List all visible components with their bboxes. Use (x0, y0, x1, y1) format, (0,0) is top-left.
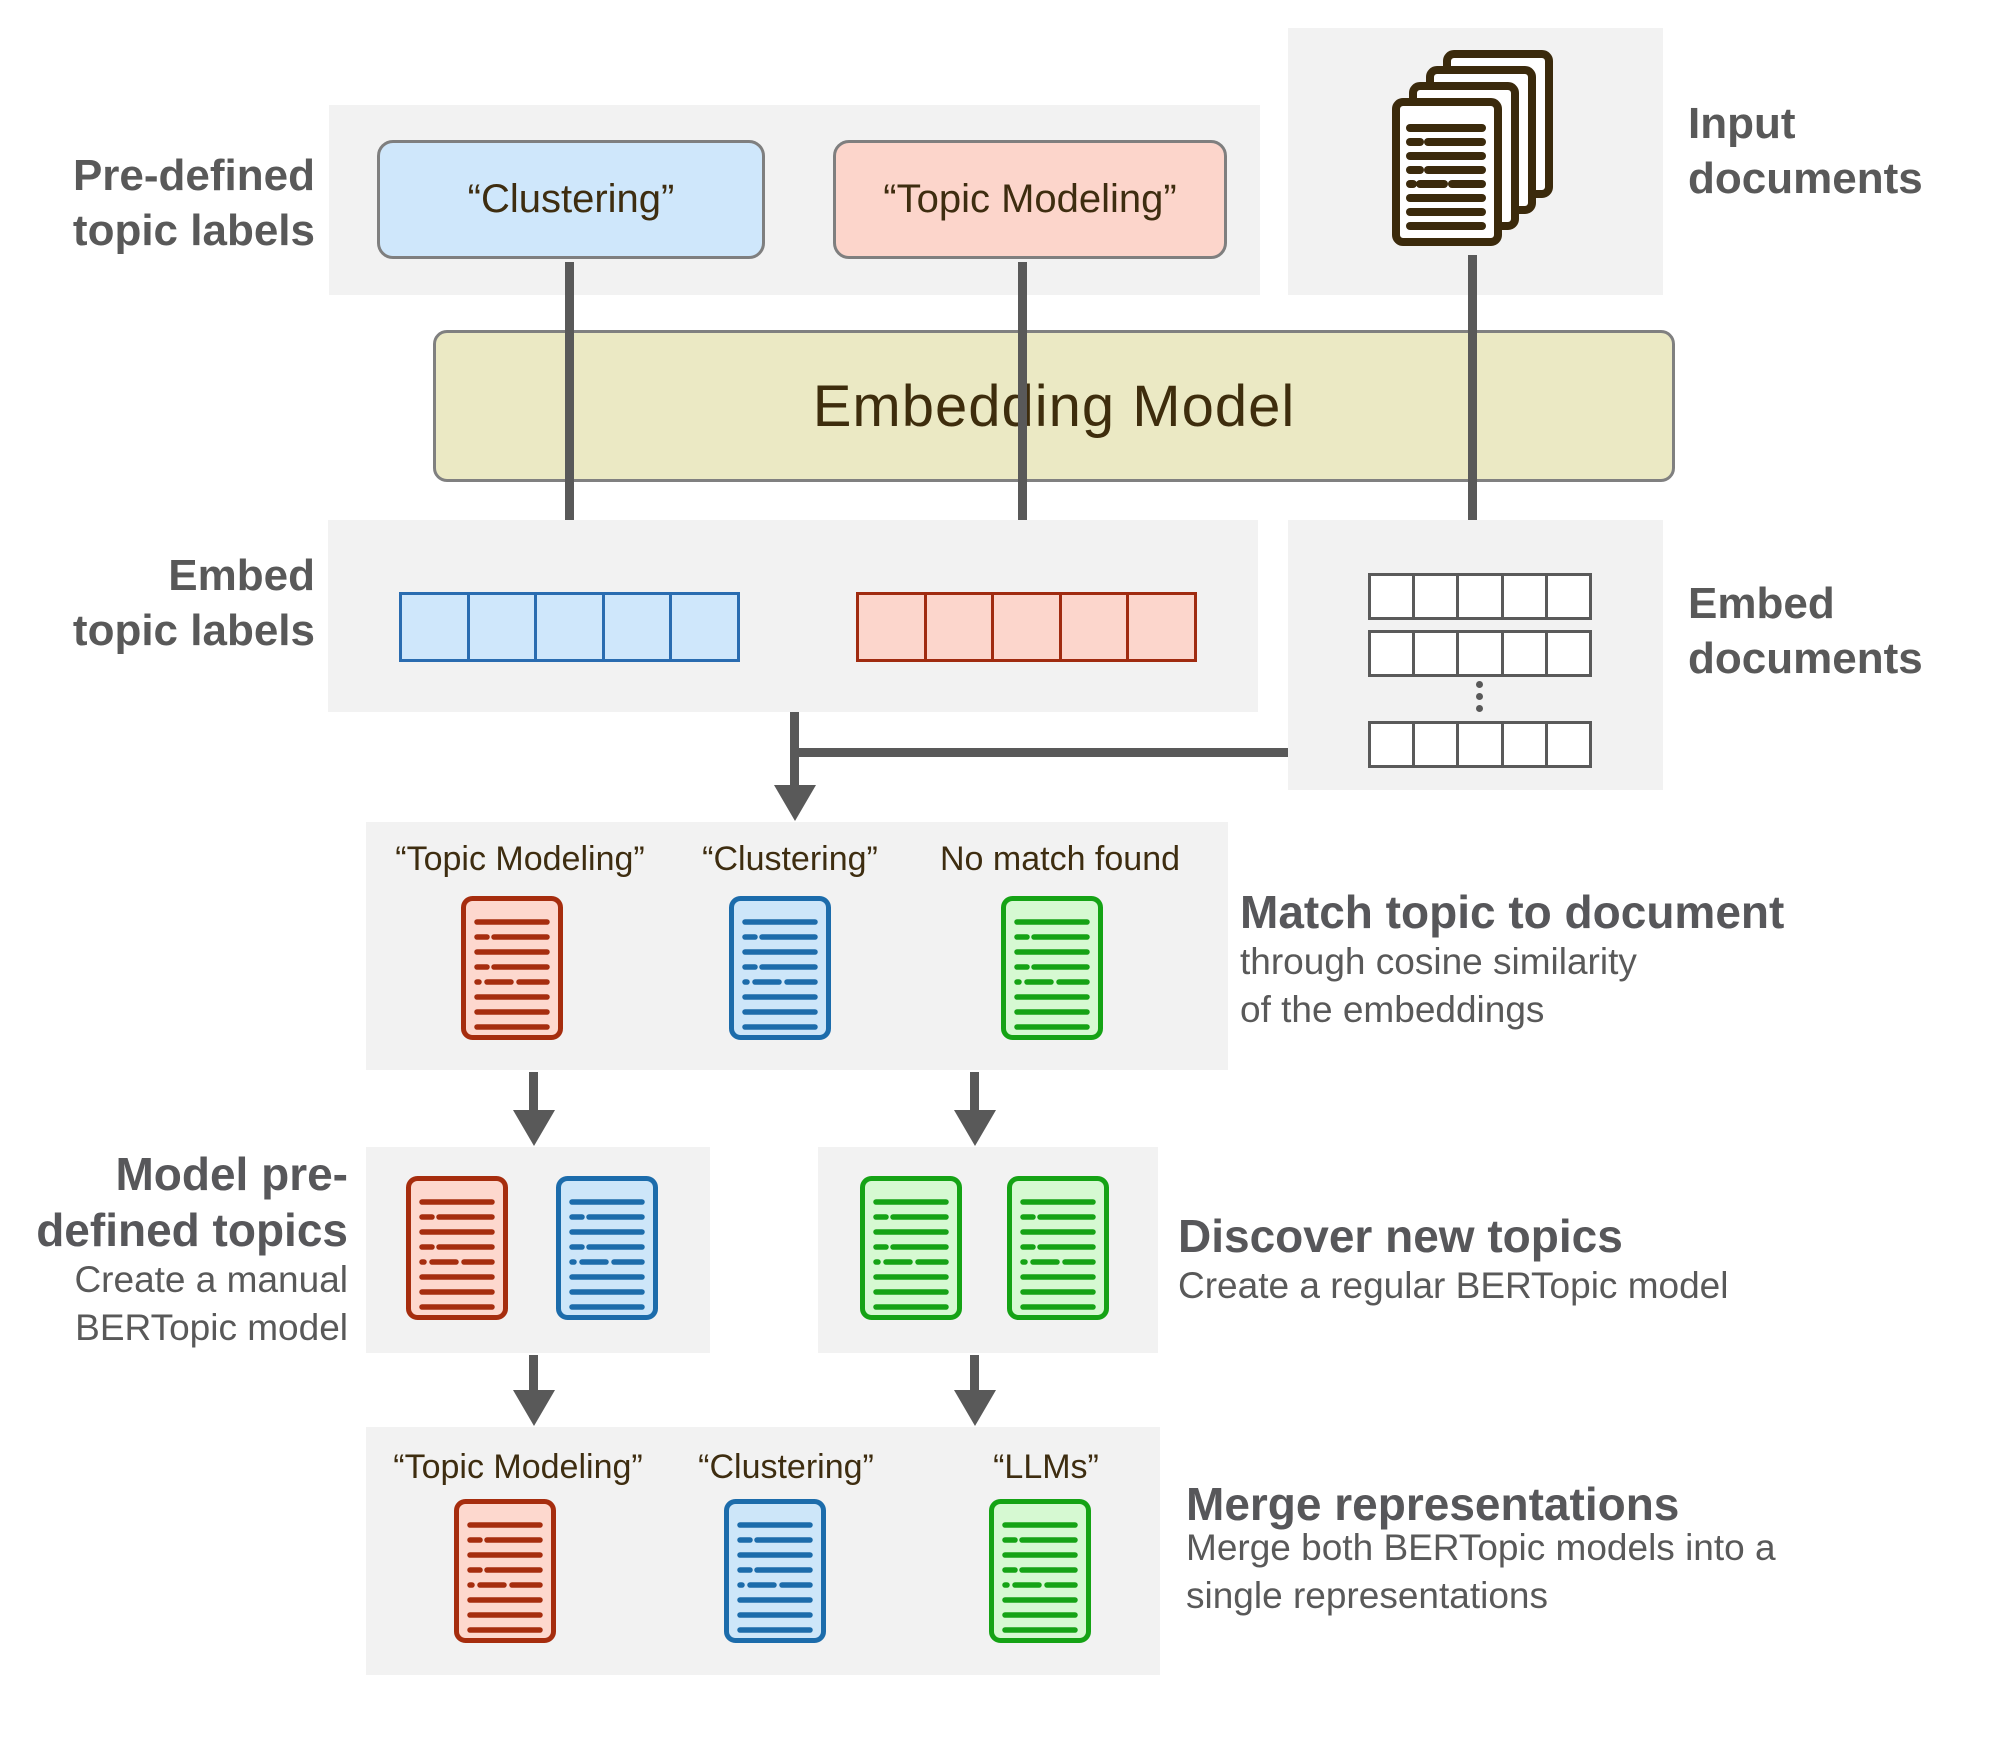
matched-document-red-icon (460, 895, 564, 1041)
merge-doc-label-clustering: “Clustering” (698, 1448, 874, 1486)
match-doc-label-topic-modeling: “Topic Modeling” (395, 840, 645, 878)
connector-embed-documents-line (790, 748, 1288, 757)
match-subtitle: through cosine similarity of the embeddi… (1240, 941, 1637, 1031)
match-doc-label-no-match: No match found (939, 840, 1181, 878)
arrow-embeddings-to-match (790, 712, 799, 786)
document-stack-icon (1392, 50, 1553, 246)
arrow-discover-to-merge (970, 1355, 979, 1391)
model-document-red-icon (405, 1175, 509, 1321)
match-title: Match topic to document (1240, 886, 1785, 938)
model-predefined-subtitle: Create a manual BERTopic model (74, 1259, 348, 1349)
arrow-clustering-to-embedding (565, 262, 574, 528)
clustering-topic-chip: “Clustering” (377, 140, 765, 259)
topic-modeling-topic-chip-label: “Topic Modeling” (883, 177, 1177, 221)
merge-document-red-icon (453, 1498, 557, 1644)
topic-modeling-topic-chip: “Topic Modeling” (833, 140, 1227, 259)
ellipsis-dots-icon (1476, 681, 1483, 712)
model-predefined-title: Model pre- defined topics (36, 1148, 348, 1257)
model-document-blue-icon (555, 1175, 659, 1321)
input-documents-label: Input documents (1688, 99, 1923, 203)
discover-title: Discover new topics (1178, 1210, 1623, 1262)
embedding-model-box: Embedding Model (433, 330, 1675, 482)
merge-doc-label-topic-modeling: “Topic Modeling” (393, 1448, 643, 1486)
discover-document-green-icon-1 (859, 1175, 963, 1321)
match-doc-label-clustering: “Clustering” (702, 840, 878, 878)
arrow-topic-modeling-to-embedding (1018, 262, 1027, 528)
merge-document-blue-icon (723, 1498, 827, 1644)
document-embedding-row-2 (1368, 630, 1592, 677)
predefined-topics-label: Pre-defined topic labels (72, 151, 315, 255)
document-embedding-row-3 (1368, 721, 1592, 768)
discover-subtitle: Create a regular BERTopic model (1178, 1265, 1729, 1306)
merge-doc-label-llms: “LLMs” (993, 1448, 1099, 1486)
merge-title: Merge representations (1186, 1478, 1680, 1530)
clustering-embedding-vector (399, 592, 740, 662)
matched-document-blue-icon (728, 895, 832, 1041)
merge-subtitle: Merge both BERTopic models into a single… (1186, 1527, 1776, 1617)
merge-document-green-icon (988, 1498, 1092, 1644)
embedding-model-label: Embedding Model (812, 373, 1296, 439)
arrow-model-to-merge (529, 1355, 538, 1391)
discover-document-green-icon-2 (1006, 1175, 1110, 1321)
embed-documents-label: Embed documents (1688, 579, 1923, 683)
embed-topic-labels-label: Embed topic labels (72, 551, 315, 655)
arrow-match-to-discover (970, 1072, 979, 1111)
arrow-documents-to-embedding (1468, 255, 1477, 528)
clustering-topic-chip-label: “Clustering” (467, 177, 675, 221)
unmatched-document-green-icon (1000, 895, 1104, 1041)
topic-modeling-embedding-vector (856, 592, 1197, 662)
arrow-match-to-model (529, 1072, 538, 1111)
document-embedding-row-1 (1368, 573, 1592, 620)
